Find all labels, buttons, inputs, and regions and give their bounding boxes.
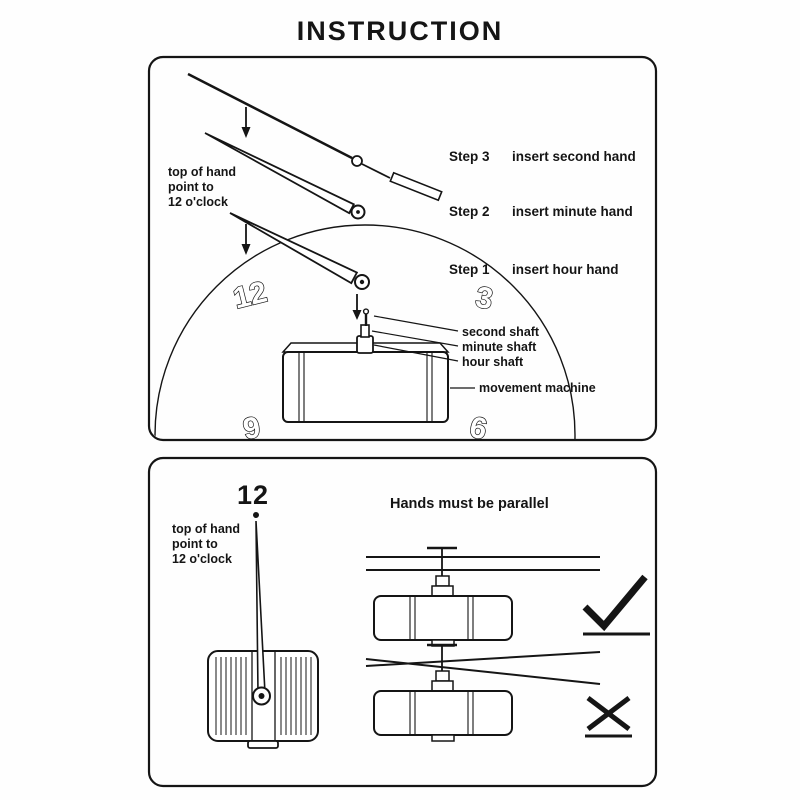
machine-foot	[247, 740, 279, 749]
step-2-text: insert minute hand	[512, 204, 633, 219]
movement-machine-label: movement machine	[479, 381, 596, 395]
minute-hand	[204, 132, 366, 220]
minute-shaft-label: minute shaft	[462, 340, 537, 354]
clock-number-9: 9	[241, 411, 263, 446]
parallel-panel-border	[147, 456, 658, 788]
assembly-panel: 12 3 9 6 top of hand point to 12 o'clock	[147, 55, 658, 447]
movement-box	[373, 690, 513, 736]
hour-hand	[229, 212, 370, 290]
tilted-hand-line	[365, 651, 601, 667]
note-line-2: point to	[172, 537, 218, 551]
hour-shaft	[356, 335, 374, 354]
upright-hand-needle	[255, 520, 266, 694]
hour-shaft-label: hour shaft	[462, 355, 524, 369]
note-line-1: top of hand	[172, 522, 240, 536]
note-line-3: 12 o'clock	[168, 195, 228, 209]
note-line-3: 12 o'clock	[172, 552, 232, 566]
clock-face-arc	[154, 224, 576, 439]
parallel-heading: Hands must be parallel	[390, 496, 549, 512]
note-line-1: top of hand	[168, 165, 236, 179]
down-arrow-icon	[241, 224, 251, 255]
step-2-row: Step 2 insert minute hand	[449, 204, 633, 219]
movement-machine	[281, 308, 450, 423]
second-hand	[187, 72, 443, 202]
pointer-dot	[253, 512, 259, 518]
parallel-correct-diagram	[366, 546, 650, 647]
hand-position-note: top of hand point to 12 o'clock	[168, 165, 236, 209]
tilted-hand-line	[365, 658, 601, 685]
movement-machine-detailed	[207, 520, 319, 749]
step-3-label: Step 3	[449, 149, 490, 164]
clock-number-12-bottom: 12	[237, 480, 269, 510]
step-1-row: Step 1 insert hour hand	[449, 262, 619, 277]
checkmark-icon	[582, 574, 650, 636]
parallel-panel: 12 top of hand point to 12 o'clock	[147, 456, 658, 788]
down-arrow-icon	[352, 294, 362, 320]
clock-number-3: 3	[473, 281, 495, 316]
step-3-row: Step 3 insert second hand	[449, 149, 636, 164]
page-title: INSTRUCTION	[297, 16, 504, 46]
leader-line	[371, 330, 459, 347]
cross-icon	[585, 696, 632, 738]
clock-number-12: 12	[230, 275, 270, 315]
movement-box	[373, 595, 513, 641]
down-arrow-icon	[241, 107, 251, 138]
step-1-text: insert hour hand	[512, 262, 619, 277]
second-shaft-label: second shaft	[462, 325, 540, 339]
leader-line	[373, 344, 459, 362]
leader-line	[373, 315, 459, 332]
step-2-label: Step 2	[449, 204, 490, 219]
machine-hatching-right	[280, 657, 312, 735]
step-3-text: insert second hand	[512, 149, 636, 164]
parallel-wrong-diagram	[365, 643, 632, 742]
assembly-panel-border	[147, 55, 658, 442]
second-hand-counterweight	[389, 171, 443, 202]
minute-hand-hub	[356, 210, 360, 214]
hand-position-note: top of hand point to 12 o'clock	[172, 522, 240, 566]
hour-hand-hub	[359, 279, 365, 285]
note-line-2: point to	[168, 180, 214, 194]
machine-hatching-left	[215, 657, 247, 735]
minute-shaft	[360, 324, 370, 338]
step-1-label: Step 1	[449, 262, 490, 277]
